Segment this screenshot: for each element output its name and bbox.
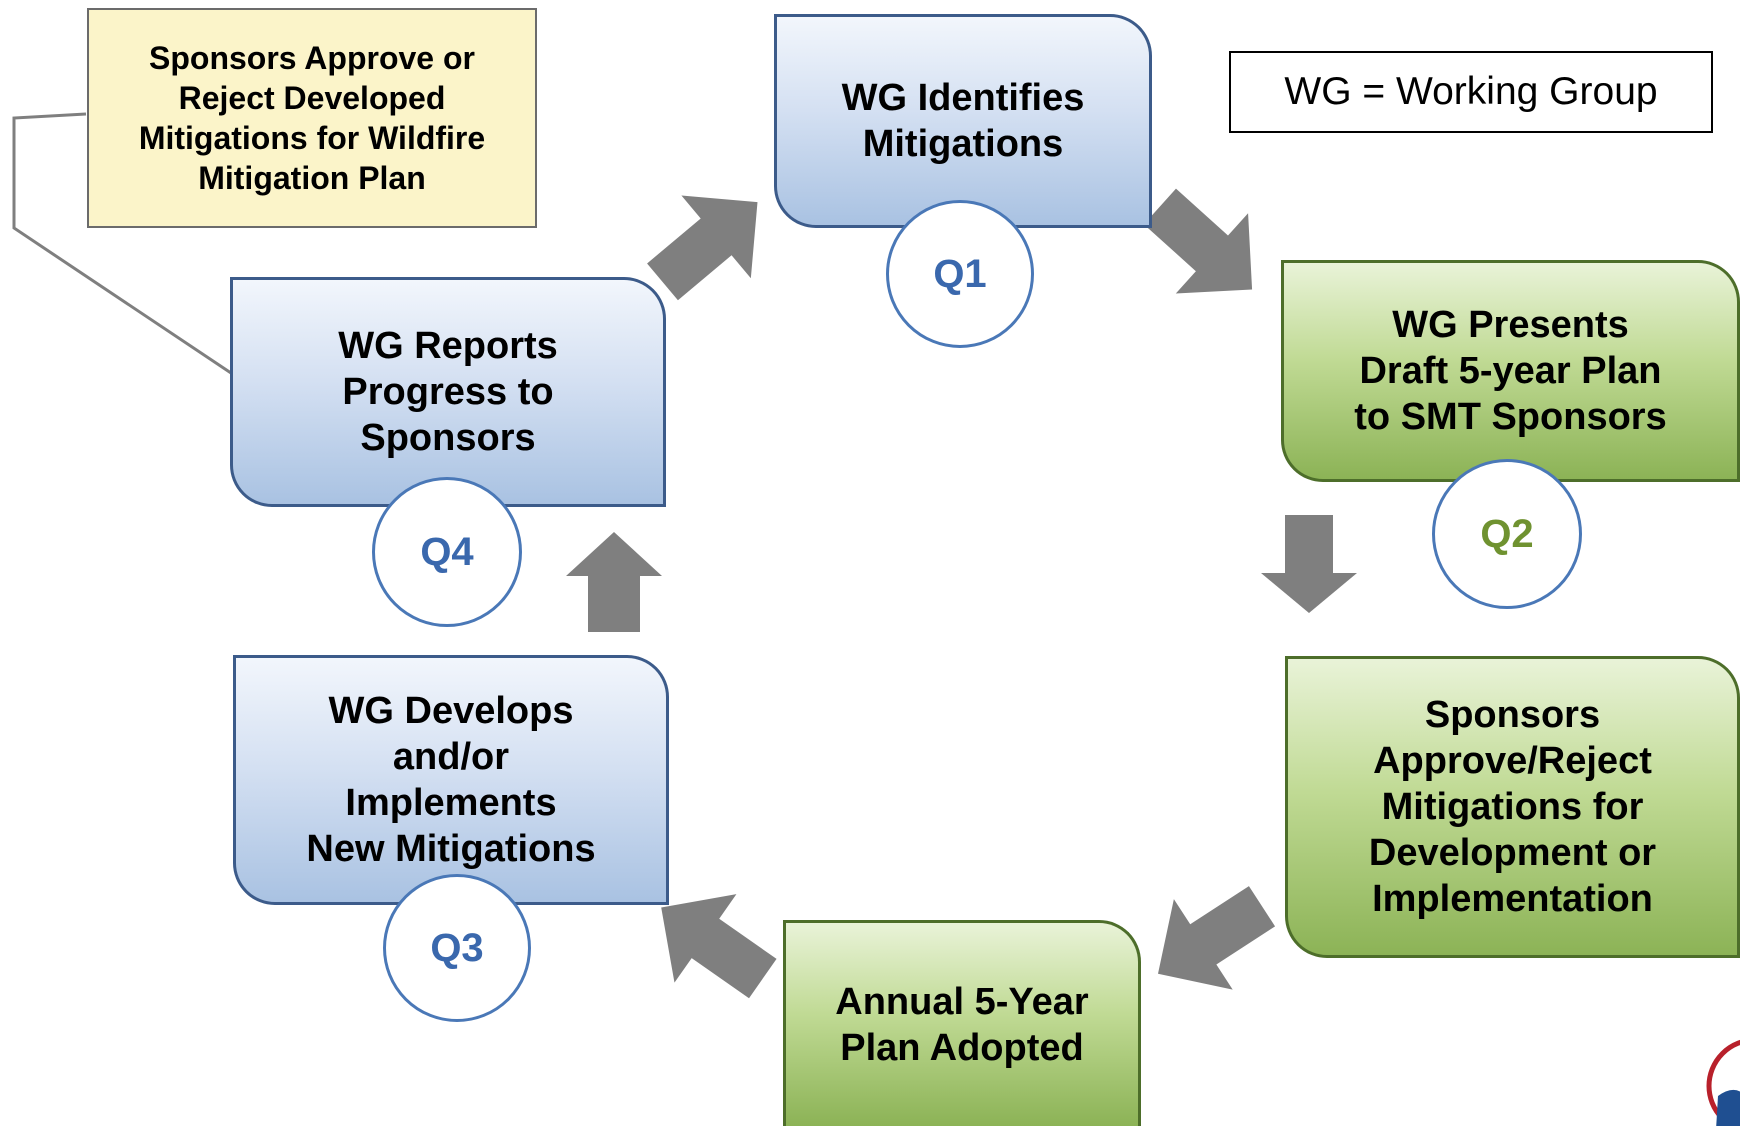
quarter-2-label: Q2 [1480, 511, 1534, 556]
note-text: Sponsors Approve or Reject Developed Mit… [138, 40, 486, 196]
step-2-text: WG Presents Draft 5-year Plan to SMT Spo… [1354, 304, 1667, 438]
legend-text: WG = Working Group [1284, 70, 1658, 113]
arrow-step3-to-step4 [1158, 886, 1276, 990]
legend-box: WG = Working Group [1229, 51, 1713, 133]
note-connector-line [12, 112, 232, 375]
step-sponsors-approve-reject: Sponsors Approve/Reject Mitigations for … [1285, 656, 1740, 958]
step-wg-identifies-mitigations: WG Identifies Mitigations [774, 14, 1152, 228]
sponsor-review-note: Sponsors Approve or Reject Developed Mit… [87, 8, 537, 228]
step-wg-presents-draft-plan: WG Presents Draft 5-year Plan to SMT Spo… [1281, 260, 1740, 482]
quarter-3-label: Q3 [430, 925, 484, 970]
logo-icon [1706, 1039, 1740, 1126]
arrow-q4-to-q1 [647, 195, 758, 301]
quarter-badge-q1: Q1 [886, 200, 1034, 348]
arrow-q2-to-step3 [1261, 515, 1357, 613]
step-3-text: Sponsors Approve/Reject Mitigations for … [1368, 694, 1657, 920]
arrow-step4-to-q3 [661, 894, 777, 999]
step-wg-reports-progress: WG Reports Progress to Sponsors [230, 277, 666, 507]
quarter-badge-q4: Q4 [372, 477, 522, 627]
step-wg-develops-implements: WG Develops and/or Implements New Mitiga… [233, 655, 669, 905]
quarter-4-label: Q4 [420, 529, 474, 574]
step-1-text: WG Identifies Mitigations [841, 77, 1085, 165]
step-5-text: WG Develops and/or Implements New Mitiga… [306, 690, 596, 870]
quarter-badge-q3: Q3 [383, 874, 531, 1022]
quarter-1-label: Q1 [933, 251, 987, 296]
quarter-badge-q2: Q2 [1432, 459, 1582, 609]
arrow-q1-to-q2 [1143, 188, 1253, 294]
step-6-text: WG Reports Progress to Sponsors [338, 325, 558, 459]
step-4-text: Annual 5-Year Plan Adopted [835, 980, 1089, 1069]
arrow-q3-to-q4 [566, 532, 662, 632]
step-annual-plan-adopted: Annual 5-Year Plan Adopted [783, 920, 1141, 1126]
